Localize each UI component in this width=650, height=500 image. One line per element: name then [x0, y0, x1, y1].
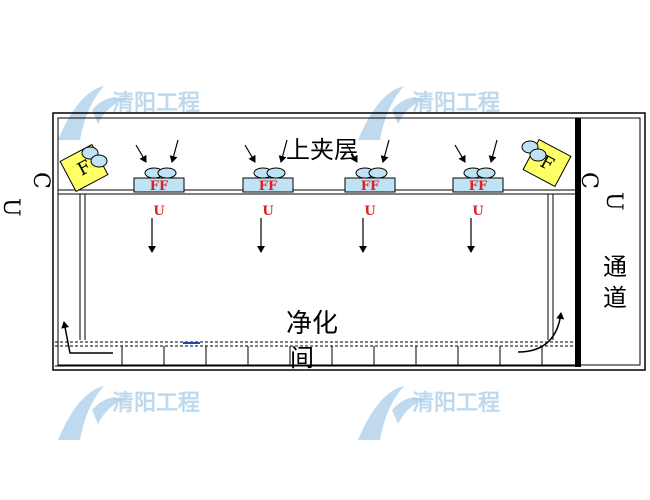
return-arrow-right — [517, 312, 565, 353]
ffu-box — [452, 177, 504, 193]
ffu-fan-icon — [476, 167, 496, 179]
watermark-text: 清阳工程 — [112, 390, 200, 416]
ffu-unit: FF U — [242, 139, 294, 253]
outer-wall — [52, 112, 646, 371]
ffu-label-top: FF — [469, 179, 488, 194]
fcu-left-fan-icon — [90, 154, 108, 168]
clean-room-label-line2: 间 — [290, 344, 314, 372]
watermark-logo-icon — [58, 86, 126, 140]
fcu-right-letter-u: U — [601, 192, 626, 211]
return-duct-left — [79, 194, 86, 340]
fcu-right: F C U — [521, 138, 626, 211]
intake-arrow — [488, 139, 498, 163]
intake-arrow — [278, 139, 288, 163]
corridor-label-line2: 道 — [603, 284, 627, 312]
inner-wall — [57, 117, 641, 366]
intake-arrow — [454, 144, 466, 163]
intake-arrow — [380, 139, 390, 163]
watermark-logo-icon — [58, 386, 126, 440]
watermark-top-right: 清阳工程 — [358, 86, 500, 140]
ffu-box — [133, 177, 185, 193]
return-duct-right — [547, 194, 554, 340]
intake-arrow — [169, 139, 179, 163]
ffu-label-top: FF — [361, 179, 380, 194]
partition-wall — [575, 118, 581, 367]
clean-room-label-line1: 净化 — [286, 309, 338, 339]
watermark-text: 清阳工程 — [112, 90, 200, 116]
intake-arrow — [135, 144, 147, 163]
ffu-fan-icon — [368, 167, 388, 179]
watermark-logo-icon — [358, 86, 426, 140]
watermark-logo-icon — [358, 386, 426, 440]
fcu-left: F C U — [0, 143, 109, 217]
ffu-unit: FF U — [452, 139, 504, 253]
watermark-top-left: 清阳工程 — [58, 86, 200, 140]
watermark-bottom-left: 清阳工程 — [58, 386, 200, 440]
ffu-label-top: FF — [259, 179, 278, 194]
ffu-label-bottom: U — [364, 204, 376, 219]
intake-arrow — [346, 144, 358, 163]
ffu-fan-icon — [157, 167, 177, 179]
floor-grid — [121, 346, 543, 366]
ffu-unit: FF U — [344, 139, 396, 253]
corridor-label-line1: 通 — [603, 253, 627, 281]
watermark-text: 清阳工程 — [412, 390, 500, 416]
raised-floor — [55, 341, 575, 367]
fcu-right-fan-icon — [529, 148, 547, 162]
ffu-fan-icon — [266, 167, 286, 179]
ffu-label-bottom: U — [262, 204, 274, 219]
ffu-label-bottom: U — [153, 204, 165, 219]
ffu-label-bottom: U — [472, 204, 484, 219]
watermark-text: 清阳工程 — [412, 90, 500, 116]
ffu-box — [242, 177, 294, 193]
fcu-right-letter-c: C — [576, 172, 601, 189]
ffu-box — [344, 177, 396, 193]
ffu-unit: FF U — [133, 139, 185, 253]
ffu-label-top: FF — [150, 179, 169, 194]
ceiling-plenum-label: 上夹层 — [286, 136, 358, 164]
intake-arrow — [244, 144, 256, 163]
return-arrow-left — [61, 321, 113, 354]
watermark-bottom-right: 清阳工程 — [358, 386, 500, 440]
fcu-left-letter-u: U — [0, 198, 23, 217]
ffu-units: FF U FF U FF U FF U — [133, 139, 504, 253]
fcu-left-letter-c: C — [28, 172, 53, 189]
